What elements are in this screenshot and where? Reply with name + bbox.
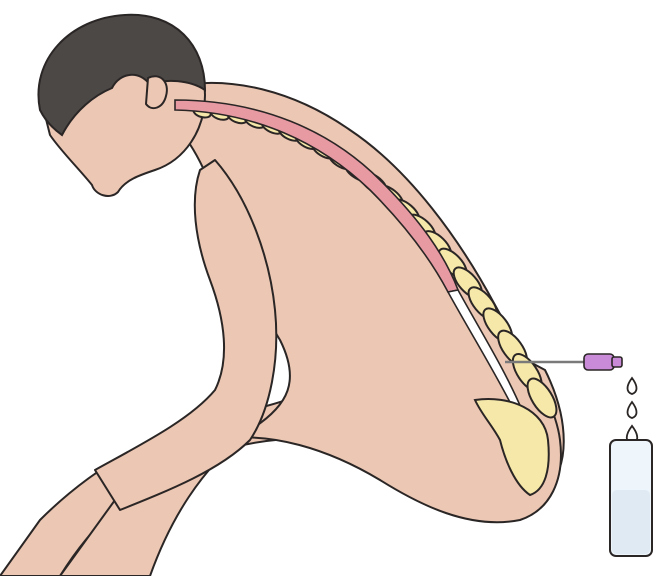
droplets (627, 378, 638, 444)
arm (95, 160, 276, 510)
droplet-icon (628, 378, 637, 394)
ear (146, 76, 167, 108)
droplet-icon (628, 402, 637, 418)
collection-tube-icon (610, 440, 652, 556)
